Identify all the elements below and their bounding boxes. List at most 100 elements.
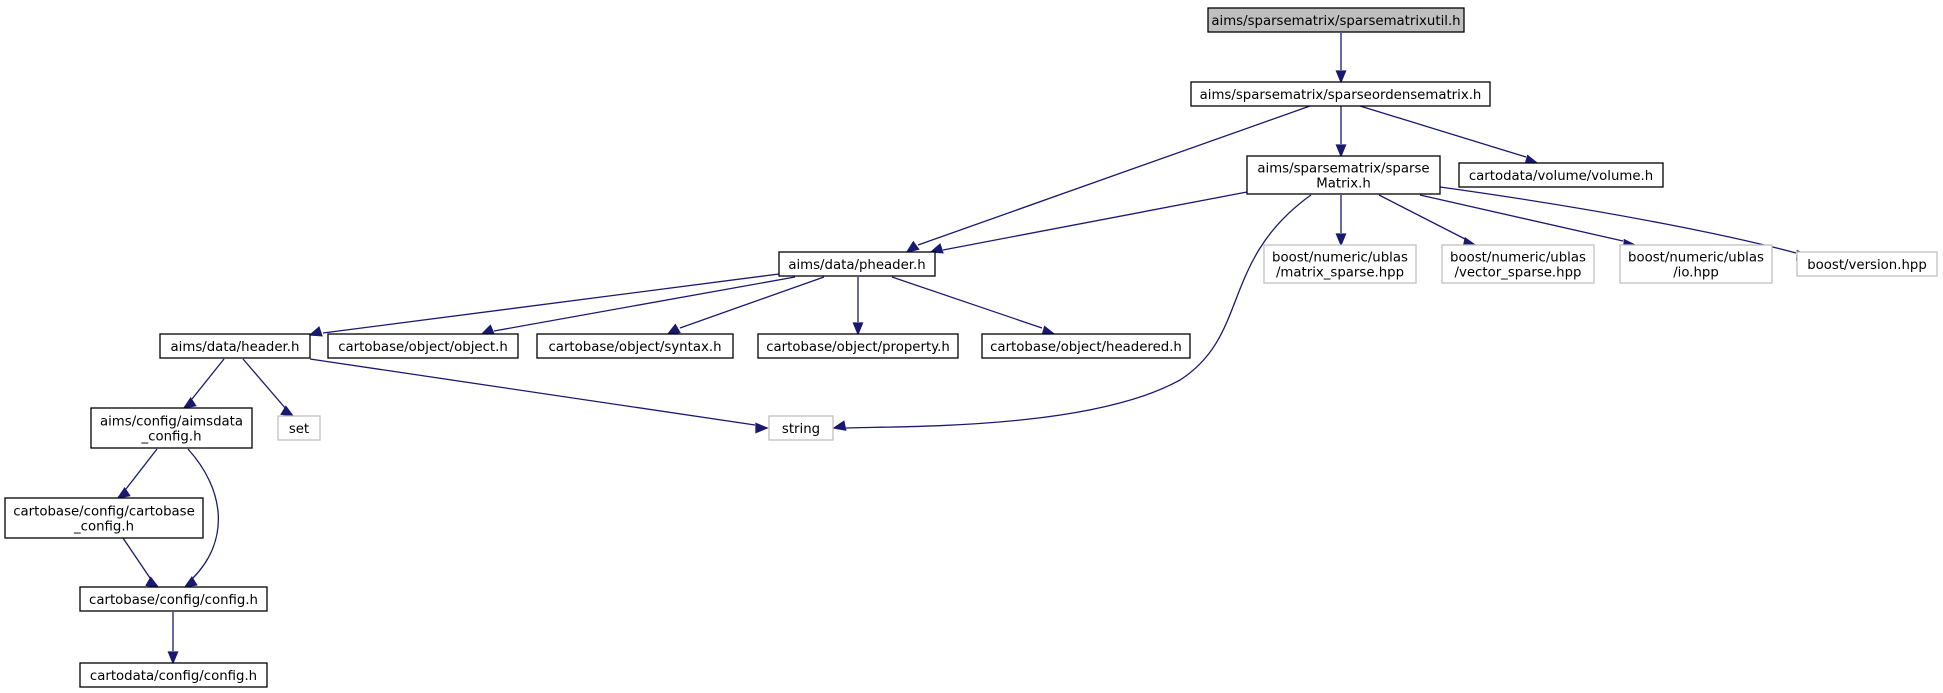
node-io: boost/numeric/ublas/io.hpp <box>1619 244 1773 284</box>
edge-sparsematrixutil-to-sparseordensematrix <box>1335 33 1347 84</box>
edge-arrowhead <box>929 243 944 254</box>
node-headered[interactable]: cartobase/object/headered.h <box>981 333 1191 359</box>
edge-sparseMatrix-to-string <box>832 194 1312 431</box>
node-box <box>4 497 204 539</box>
node-pheader[interactable]: aims/data/pheader.h <box>778 251 936 277</box>
edge-arrowhead <box>832 420 847 431</box>
node-cartodata_config[interactable]: cartodata/config/config.h <box>79 662 268 688</box>
edge-arrowhead <box>666 323 681 335</box>
edge-header-to-aimsdata_config <box>182 358 225 409</box>
edge-line <box>242 358 287 410</box>
node-box <box>1207 7 1465 33</box>
edge-line <box>942 191 1248 251</box>
edge-header-to-set <box>242 358 295 417</box>
node-box <box>277 415 321 441</box>
edge-pheader-to-object <box>480 276 796 335</box>
edge-line <box>1439 186 1797 254</box>
node-volume[interactable]: cartodata/volume/volume.h <box>1458 162 1664 188</box>
node-boost_version: boost/version.hpp <box>1796 251 1938 277</box>
node-string: string <box>768 415 834 441</box>
node-aimsdata_config[interactable]: aims/config/aimsdata_config.h <box>90 407 253 449</box>
edge-arrowhead <box>116 486 131 499</box>
edge-arrowhead <box>182 396 197 409</box>
node-label: _config.h <box>141 430 202 445</box>
node-label: cartobase/object/headered.h <box>990 340 1182 355</box>
node-label: /matrix_sparse.hpp <box>1276 266 1404 281</box>
edge-line <box>322 273 780 334</box>
nodes-layer: aims/sparsematrix/sparsematrixutil.h aims… <box>4 7 1938 688</box>
node-box <box>90 407 253 449</box>
edge-sparseordensematrix-to-volume <box>1359 105 1539 166</box>
node-label: /vector_sparse.hpp <box>1455 266 1582 281</box>
node-box <box>1458 162 1664 188</box>
node-box <box>1190 81 1491 107</box>
node-box <box>79 662 268 688</box>
edges-layer <box>116 33 1810 665</box>
edge-arrowhead <box>755 422 769 434</box>
edge-arrowhead <box>183 576 198 588</box>
node-label: aims/data/pheader.h <box>788 258 925 273</box>
node-object[interactable]: cartobase/object/object.h <box>327 333 519 359</box>
edge-arrowhead <box>852 322 864 336</box>
node-sparseordensematrix[interactable]: aims/sparsematrix/sparseordensematrix.h <box>1190 81 1491 107</box>
node-label: boost/numeric/ublas <box>1628 251 1764 266</box>
node-config[interactable]: cartobase/config/config.h <box>79 586 268 612</box>
node-label: boost/version.hpp <box>1807 258 1927 273</box>
edge-arrowhead <box>1335 144 1347 158</box>
node-box <box>1263 244 1417 284</box>
edge-sparseMatrix-to-io <box>1419 194 1637 250</box>
node-box <box>757 333 959 359</box>
node-label: set <box>289 422 309 437</box>
node-label: aims/sparsematrix/sparse <box>1257 162 1429 177</box>
node-label: cartodata/config/config.h <box>90 669 257 684</box>
node-label: boost/numeric/ublas <box>1450 251 1586 266</box>
edge-aimsdata_config-to-cartobase_config <box>116 448 158 499</box>
edge-header-to-string <box>309 358 769 434</box>
node-label: boost/numeric/ublas <box>1272 251 1408 266</box>
node-property[interactable]: cartobase/object/property.h <box>757 333 959 359</box>
edge-sparseordensematrix-to-pheader <box>905 105 1311 253</box>
edge-arrowhead <box>480 324 495 335</box>
edge-arrowhead <box>167 651 179 665</box>
node-header[interactable]: aims/data/header.h <box>159 333 311 359</box>
node-box <box>768 415 834 441</box>
node-sparsematrixutil[interactable]: aims/sparsematrix/sparsematrixutil.h <box>1207 7 1465 33</box>
edge-line <box>1359 105 1527 158</box>
node-set: set <box>277 415 321 441</box>
node-syntax[interactable]: cartobase/object/syntax.h <box>536 333 734 359</box>
node-label: /io.hpp <box>1673 266 1719 281</box>
node-box <box>1619 244 1773 284</box>
node-box <box>1441 244 1595 284</box>
edge-line <box>191 358 225 400</box>
edge-pheader-to-property <box>852 277 864 336</box>
node-label: _config.h <box>73 520 134 535</box>
edge-arrowhead <box>145 576 160 588</box>
node-label: aims/sparsematrix/sparseordensematrix.h <box>1200 88 1482 103</box>
edge-arrowhead <box>280 405 295 417</box>
node-cartobase_config[interactable]: cartobase/config/cartobase_config.h <box>4 497 204 539</box>
edge-line <box>493 276 796 332</box>
node-matrix_sparse: boost/numeric/ublas/matrix_sparse.hpp <box>1263 244 1417 284</box>
node-label: cartobase/object/syntax.h <box>548 340 721 355</box>
edge-line <box>845 194 1312 429</box>
edge-pheader-to-syntax <box>666 276 825 335</box>
edge-line <box>122 537 151 579</box>
edge-line <box>187 448 220 579</box>
edge-config-to-cartodata_config <box>167 612 179 665</box>
edge-arrowhead <box>1335 233 1347 247</box>
edge-sparseMatrix-to-vector_sparse <box>1378 194 1477 248</box>
edge-sparseMatrix-to-pheader <box>929 191 1248 254</box>
edge-line <box>917 105 1311 246</box>
node-box <box>1246 155 1441 195</box>
edge-line <box>125 448 158 490</box>
node-box <box>778 251 936 277</box>
node-box <box>159 333 311 359</box>
edge-arrowhead <box>1335 70 1347 84</box>
edge-line <box>1378 194 1466 240</box>
node-label: Matrix.h <box>1316 177 1371 192</box>
edge-sparseMatrix-to-matrix_sparse <box>1335 195 1347 247</box>
node-label: cartodata/volume/volume.h <box>1469 169 1653 184</box>
edge-cartobase_config-to-config <box>122 537 160 588</box>
